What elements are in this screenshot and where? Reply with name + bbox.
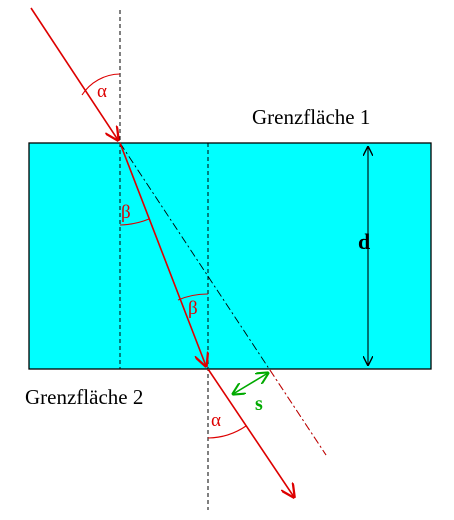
offset-arrow bbox=[233, 373, 268, 394]
angle-arc-beta-upper bbox=[119, 218, 150, 226]
angle-arc-beta-lower bbox=[177, 293, 209, 301]
incident-ray bbox=[30, 7, 118, 140]
offset-label: s bbox=[255, 393, 263, 415]
interface-1-label: Grenzfläche 1 bbox=[252, 105, 370, 129]
interface-2-label: Grenzfläche 2 bbox=[25, 385, 143, 409]
undeviated-ray-extension-outside bbox=[269, 369, 327, 456]
angle-arc-alpha-top bbox=[81, 73, 121, 96]
alpha-label-top: α bbox=[97, 81, 107, 102]
thickness-label: d bbox=[358, 229, 370, 254]
alpha-label-bottom: α bbox=[211, 410, 221, 431]
angle-arc-alpha-bottom bbox=[207, 425, 247, 439]
emergent-ray bbox=[207, 368, 294, 497]
beta-label-lower: β bbox=[188, 298, 198, 319]
beta-label-upper: β bbox=[121, 202, 131, 223]
glass-slab bbox=[28, 142, 432, 370]
refracted-ray bbox=[119, 142, 206, 366]
